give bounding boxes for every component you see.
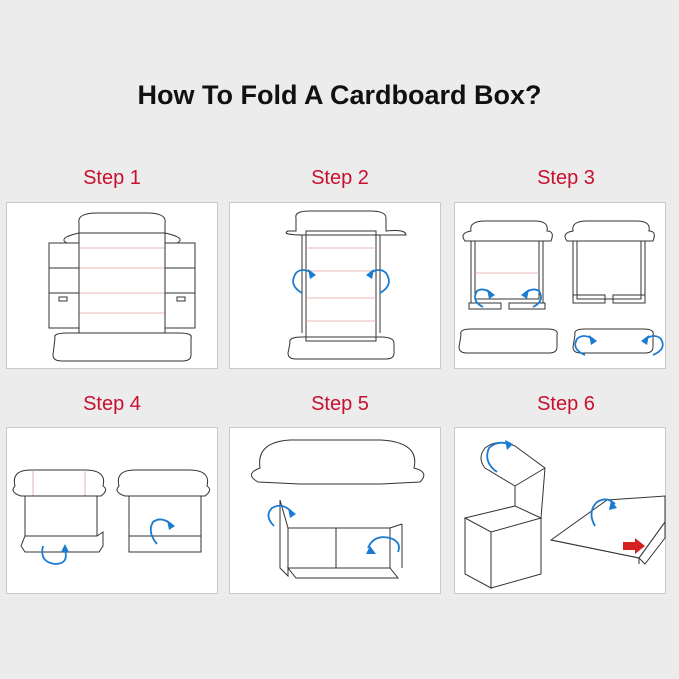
step-6-illustration <box>463 440 666 589</box>
step-5-label: Step 5 <box>311 393 369 415</box>
step-2-label: Step 2 <box>311 167 369 189</box>
step-2-panel <box>229 202 441 369</box>
page-title: How To Fold A Cardboard Box? <box>137 80 542 110</box>
step-3-label: Step 3 <box>537 167 595 189</box>
step-5-illustration <box>251 439 425 579</box>
step-6-panel <box>454 427 666 594</box>
fold-arrow-icon-left <box>292 269 313 294</box>
step-1-label: Step 1 <box>83 167 141 189</box>
step-1-illustration <box>48 212 196 362</box>
step-1-panel <box>6 202 218 369</box>
step-4-illustration <box>12 469 211 565</box>
step-5-panel <box>229 427 441 594</box>
step-3-illustration <box>458 220 664 356</box>
step-4-panel <box>6 427 218 594</box>
step-4-label: Step 4 <box>83 393 141 415</box>
push-arrow-icon <box>623 538 645 554</box>
step-3-panel <box>454 202 666 369</box>
fold-arrow-icon-right <box>369 269 390 294</box>
step-2-illustration <box>285 210 407 360</box>
step-6-label: Step 6 <box>537 393 595 415</box>
